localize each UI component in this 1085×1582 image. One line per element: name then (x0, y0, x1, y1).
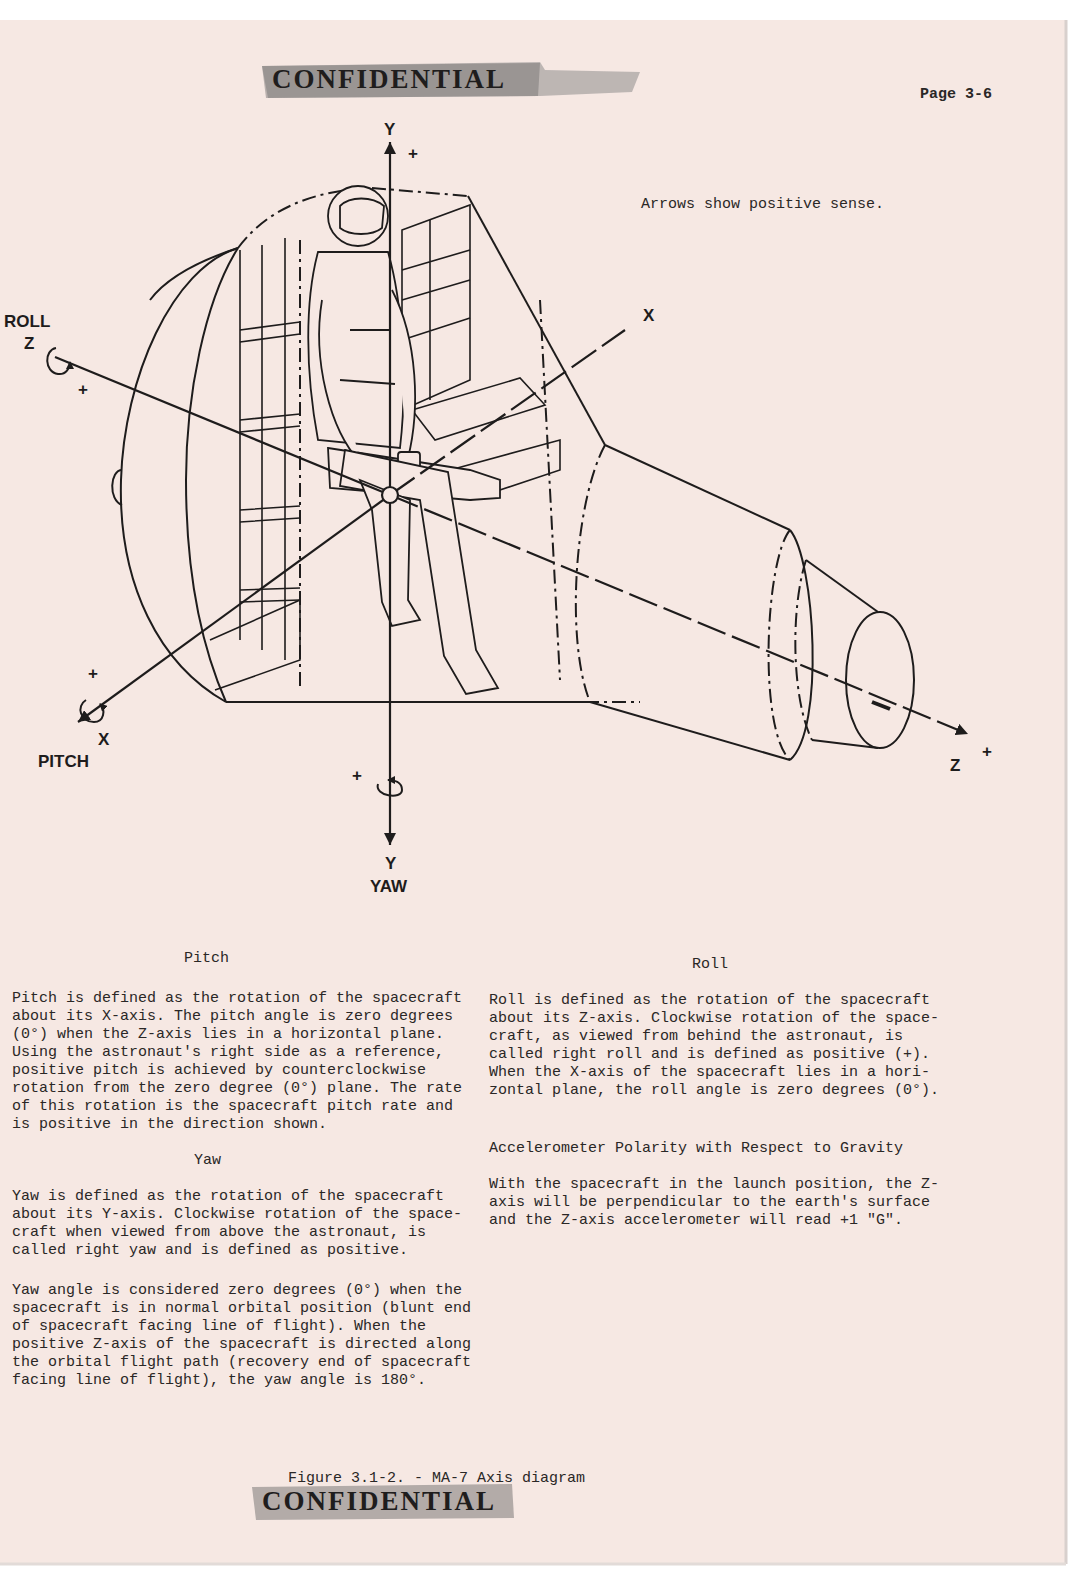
heat-shield (112, 470, 122, 505)
coordinate-axes (390, 330, 625, 495)
recovery-section (590, 702, 790, 760)
antenna-fairing (872, 702, 890, 709)
axis-label: Y (384, 120, 395, 139)
recovery-section (605, 445, 790, 530)
recovery-section (576, 445, 813, 760)
axis-sign: + (88, 664, 98, 683)
astronaut-figure (328, 186, 388, 246)
antenna-fairing (795, 560, 812, 740)
section-heading: Pitch (184, 950, 229, 968)
rotation-label: ROLL (4, 312, 50, 331)
coordinate-axes (78, 495, 390, 722)
axis-label: X (643, 306, 654, 325)
heat-shield (150, 248, 238, 300)
heat-shield (186, 248, 238, 702)
stamp-text: CONFIDENTIAL (272, 64, 506, 94)
axis-sign: + (78, 380, 88, 399)
capsule-outline (372, 188, 468, 196)
body-text: With the spacecraft in the launch positi… (489, 1176, 948, 1230)
body-text: Pitch is defined as the rotation of the … (12, 990, 471, 1134)
paper-sheet (0, 1563, 1066, 1566)
astronaut-figure (340, 330, 395, 384)
astronaut-figure (340, 199, 384, 235)
axis-sign: + (982, 742, 992, 761)
rotation-arrows (47, 348, 70, 374)
heat-shield (112, 248, 238, 702)
rotation-arrows (378, 780, 402, 796)
axis-label: Y (385, 854, 396, 873)
capsule-outline (226, 188, 640, 702)
coordinate-axes (55, 142, 968, 845)
body-text: Roll is defined as the rotation of the s… (489, 992, 948, 1100)
confidential-stamp-smudge (252, 1484, 514, 1520)
coordinate-axes (390, 495, 968, 734)
capsule-outline (540, 300, 560, 680)
antenna-fairing (795, 560, 914, 748)
recovery-section (790, 530, 813, 760)
equipment-shelves (210, 600, 300, 690)
astronaut-figure (308, 186, 500, 694)
stamp-text: CONFIDENTIAL (262, 1486, 496, 1516)
section-heading: Accelerometer Polarity with Respect to G… (489, 1140, 903, 1158)
confidential-stamp-smudge (262, 62, 640, 98)
page-number: Page 3-6 (920, 86, 992, 104)
axis-sign: + (352, 766, 362, 785)
equipment-shelves (240, 322, 300, 602)
coordinate-axes (382, 487, 398, 503)
astronaut-figure (392, 290, 415, 458)
figure-note: Arrows show positive sense. (641, 196, 884, 214)
paper-sheet (0, 20, 1066, 1564)
figure-caption: Figure 3.1-2. - MA-7 Axis diagram (288, 1470, 585, 1488)
antenna-fairing (806, 560, 878, 612)
axis-label: Z (950, 756, 960, 775)
rotation-label: PITCH (38, 752, 89, 771)
coordinate-axes (55, 357, 390, 495)
equipment-shelves (210, 205, 560, 690)
rotation-label: YAW (370, 877, 407, 896)
capsule-outline (226, 701, 585, 703)
axis-sign: + (408, 144, 418, 163)
heat-shield (121, 248, 238, 702)
confidential-stamp-smudge (262, 63, 540, 98)
rotation-arrows (80, 700, 103, 722)
paper-sheet (0, 20, 1066, 1564)
astronaut-figure (340, 450, 498, 694)
axis-label: X (98, 730, 109, 749)
equipment-shelves (412, 378, 545, 440)
body-text: Yaw angle is considered zero degrees (0°… (12, 1282, 471, 1390)
body-text: Yaw is defined as the rotation of the sp… (12, 1188, 471, 1260)
section-heading: Yaw (194, 1152, 221, 1170)
section-heading: Roll (692, 956, 728, 974)
recovery-section (769, 530, 790, 760)
rotation-arrows (47, 348, 402, 796)
antenna-fairing (846, 612, 914, 748)
paper-sheet (1065, 20, 1068, 1564)
axis-label: Z (24, 334, 34, 353)
